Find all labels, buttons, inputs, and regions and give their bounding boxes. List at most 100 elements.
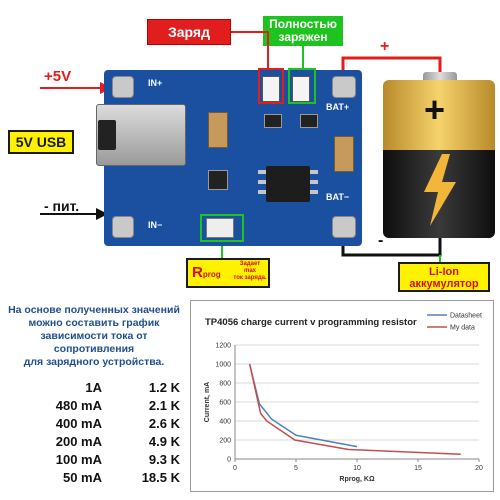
description-line5: для зарядного устройства. bbox=[23, 356, 165, 368]
y-axis-label: Current, mA bbox=[204, 382, 211, 422]
table-resistance: 4.9 K bbox=[148, 434, 180, 449]
rprog-note: Задает max ток заряда. bbox=[232, 261, 268, 282]
legend-label-2: My data bbox=[450, 325, 475, 332]
description-line3: зависимости тока от bbox=[40, 330, 148, 342]
table-resistance: 2.1 K bbox=[148, 398, 180, 413]
fully-charged-line1: Полностью bbox=[269, 17, 337, 31]
rprog-note-line3: ток заряда. bbox=[233, 275, 267, 281]
y-tick-label: 600 bbox=[219, 400, 231, 407]
full-led bbox=[292, 76, 310, 102]
rprog-note-line2: max bbox=[243, 268, 256, 274]
x-axis-label: Rprog, KΩ bbox=[339, 476, 375, 483]
full-led-highlight bbox=[288, 68, 316, 104]
rprog-highlight bbox=[200, 214, 244, 242]
chip-pin bbox=[258, 180, 266, 184]
in-minus-label: IN− bbox=[148, 220, 163, 230]
battery-top bbox=[383, 80, 495, 152]
y-tick-label: 800 bbox=[219, 381, 231, 388]
table-resistance: 1.2 K bbox=[148, 380, 180, 395]
table-resistance: 18.5 K bbox=[141, 470, 180, 485]
table-resistance: 2.6 K bbox=[148, 416, 180, 431]
table-current: 1A bbox=[85, 380, 102, 395]
rprog-resistor bbox=[206, 218, 234, 238]
rprog-symbol: Rprog bbox=[192, 264, 221, 281]
table-row: 50 mA 18.5 K bbox=[20, 470, 180, 488]
rprog-main: R bbox=[192, 264, 203, 281]
bat-minus-pad bbox=[332, 216, 356, 238]
tp4056-chip bbox=[266, 166, 310, 202]
in-plus-label: IN+ bbox=[148, 78, 163, 88]
battery-minus-sign: - bbox=[378, 232, 384, 249]
table-current: 50 mA bbox=[62, 470, 102, 485]
pcb-board: IN+ IN− BAT+ BAT− bbox=[96, 70, 362, 246]
y-tick-label: 200 bbox=[219, 438, 231, 445]
description: На основе полученных значений можно сост… bbox=[2, 304, 186, 369]
resistor-3 bbox=[300, 114, 318, 128]
chart-title: TP4056 charge current v programming resi… bbox=[205, 317, 417, 328]
rprog-note-line1: Задает bbox=[239, 261, 261, 267]
chip-pin bbox=[310, 170, 318, 174]
capacitor-1 bbox=[208, 112, 228, 148]
usb-label: 5V USB bbox=[8, 130, 74, 154]
charge-led bbox=[262, 76, 280, 102]
chip-pin bbox=[258, 190, 266, 194]
minus-power-label: - пит. bbox=[44, 198, 80, 214]
table-row: 200 mA 4.9 K bbox=[20, 434, 180, 452]
fully-charged-label: Полностью заряжен bbox=[263, 16, 343, 46]
table-current: 100 mA bbox=[55, 452, 102, 467]
lightning-icon bbox=[424, 154, 456, 226]
chart-frame: TP4056 charge current v programming resi… bbox=[190, 300, 494, 492]
bat-minus-label: BAT− bbox=[326, 192, 350, 202]
resistor-2 bbox=[264, 114, 282, 128]
battery-plus-sign: + bbox=[380, 38, 390, 55]
liion-line1: Li-Ion bbox=[429, 266, 459, 278]
x-tick-label: 0 bbox=[233, 465, 237, 472]
fully-charged-line2: заряжен bbox=[278, 30, 328, 44]
rprog-sub: prog bbox=[202, 270, 221, 279]
charge-line bbox=[231, 31, 269, 70]
x-tick-label: 5 bbox=[294, 465, 298, 472]
minus-arrow bbox=[96, 208, 108, 220]
charge-label: Заряд bbox=[147, 19, 231, 45]
x-tick-label: 15 bbox=[414, 465, 422, 472]
table-current: 480 mA bbox=[55, 398, 102, 413]
description-line2: можно составить график bbox=[28, 317, 160, 329]
table-row: 400 mA 2.6 K bbox=[20, 416, 180, 434]
x-tick-label: 10 bbox=[353, 465, 361, 472]
table-row: 100 mA 9.3 K bbox=[20, 452, 180, 470]
table-current: 200 mA bbox=[55, 434, 102, 449]
table-row: 1A 1.2 K bbox=[20, 380, 180, 398]
resistor-1 bbox=[208, 170, 228, 190]
battery-terminal bbox=[423, 72, 457, 82]
charge-led-highlight bbox=[258, 68, 284, 104]
capacitor-2 bbox=[334, 136, 354, 172]
battery-plus-symbol: + bbox=[424, 89, 446, 130]
series-line-2 bbox=[248, 363, 461, 455]
plus5v-label: +5V bbox=[44, 68, 72, 85]
rprog-label: Rprog Задает max ток заряда. bbox=[186, 258, 270, 288]
y-tick-label: 0 bbox=[227, 457, 231, 464]
x-tick-label: 20 bbox=[475, 465, 483, 472]
series-line-1 bbox=[248, 363, 358, 448]
chip-pin bbox=[310, 190, 318, 194]
usb-port-opening bbox=[98, 120, 116, 150]
description-line4: сопротивления bbox=[53, 343, 135, 355]
liion-label: Li-Ion аккумулятор bbox=[398, 262, 490, 292]
description-line1: На основе полученных значений bbox=[8, 304, 180, 316]
chip-pin bbox=[310, 180, 318, 184]
bat-plus-label: BAT+ bbox=[326, 102, 350, 112]
in-plus-pad bbox=[112, 76, 134, 98]
table-row: 480 mA 2.1 K bbox=[20, 398, 180, 416]
y-tick-label: 1200 bbox=[215, 343, 231, 350]
liion-line2: аккумулятор bbox=[409, 278, 479, 290]
in-minus-pad bbox=[112, 216, 134, 238]
legend-label-1: Datasheet bbox=[450, 313, 482, 320]
table-resistance: 9.3 K bbox=[148, 452, 180, 467]
bat-plus-pad bbox=[332, 76, 356, 98]
table-current: 400 mA bbox=[55, 416, 102, 431]
y-tick-label: 400 bbox=[219, 419, 231, 426]
y-tick-label: 1000 bbox=[215, 362, 231, 369]
chip-pin bbox=[258, 170, 266, 174]
current-resistance-table: 1A 1.2 K 480 mA 2.1 K 400 mA 2.6 K 200 m… bbox=[20, 380, 180, 488]
